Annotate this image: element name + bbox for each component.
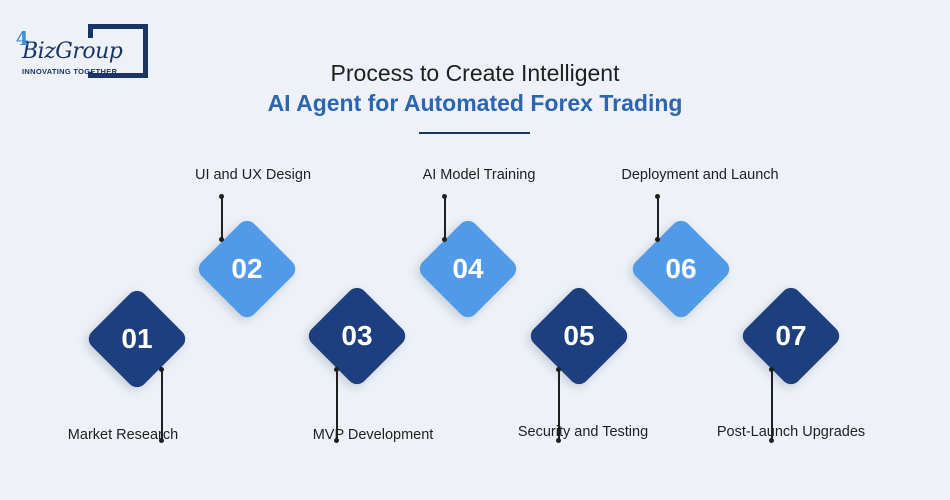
- step-label: UI and UX Design: [194, 167, 312, 183]
- connector-dot-top: [334, 367, 339, 372]
- step-connector: [161, 369, 163, 441]
- connector-dot-bottom: [655, 237, 660, 242]
- page-title: Process to Create Intelligent AI Agent f…: [0, 58, 950, 118]
- step-number: 07: [775, 320, 807, 351]
- step-label: Deployment and Launch: [621, 167, 779, 183]
- step-number: 06: [665, 253, 697, 284]
- logo-word-b: Group: [55, 39, 123, 64]
- connector-dot-top: [556, 367, 561, 372]
- step-06: 06 Deployment and Launch: [621, 167, 779, 322]
- connector-dot-bottom: [334, 438, 339, 443]
- title-line-1: Process to Create Intelligent: [330, 60, 620, 86]
- step-02: 02 UI and UX Design: [194, 167, 311, 322]
- connector-dot-bottom: [769, 438, 774, 443]
- logo-frame-mask: [22, 38, 132, 72]
- step-label: Market Research: [67, 427, 179, 443]
- step-05: 05 Security and Testing: [518, 283, 648, 443]
- step-number: 05: [563, 320, 595, 351]
- title-underline: [419, 132, 530, 134]
- connector-dot-bottom: [556, 438, 561, 443]
- step-connector: [657, 196, 659, 241]
- step-number: 01: [121, 323, 153, 354]
- connector-dot-top: [159, 367, 164, 372]
- title-line-2: AI Agent for Automated Forex Trading: [267, 90, 683, 116]
- step-label: Post-Launch Upgrades: [716, 424, 866, 440]
- step-number: 04: [452, 253, 484, 284]
- step-03: 03 MVP Development: [304, 283, 433, 443]
- step-label: MVP Development: [312, 427, 434, 443]
- step-number: 03: [341, 320, 373, 351]
- logo-word-num: 4: [15, 28, 29, 50]
- connector-dot-top: [219, 194, 224, 199]
- logo-word-a: Biz: [22, 39, 56, 64]
- step-connector: [444, 196, 446, 241]
- connector-dot-top: [655, 194, 660, 199]
- step-label: Security and Testing: [517, 424, 649, 440]
- step-04: 04 AI Model Training: [415, 167, 535, 322]
- step-01: 01 Market Research: [68, 286, 190, 443]
- connector-dot-top: [769, 367, 774, 372]
- step-number: 02: [231, 253, 263, 284]
- step-connector: [221, 196, 223, 241]
- connector-dot-bottom: [219, 237, 224, 242]
- connector-dot-top: [442, 194, 447, 199]
- step-07: 07 Post-Launch Upgrades: [717, 283, 865, 443]
- step-connector: [771, 369, 773, 441]
- step-label: AI Model Training: [422, 167, 536, 183]
- step-connector: [558, 369, 560, 441]
- connector-dot-bottom: [442, 237, 447, 242]
- logo-tagline: INNOVATING TOGETHER: [22, 67, 118, 76]
- step-connector: [336, 369, 338, 441]
- connector-dot-bottom: [159, 438, 164, 443]
